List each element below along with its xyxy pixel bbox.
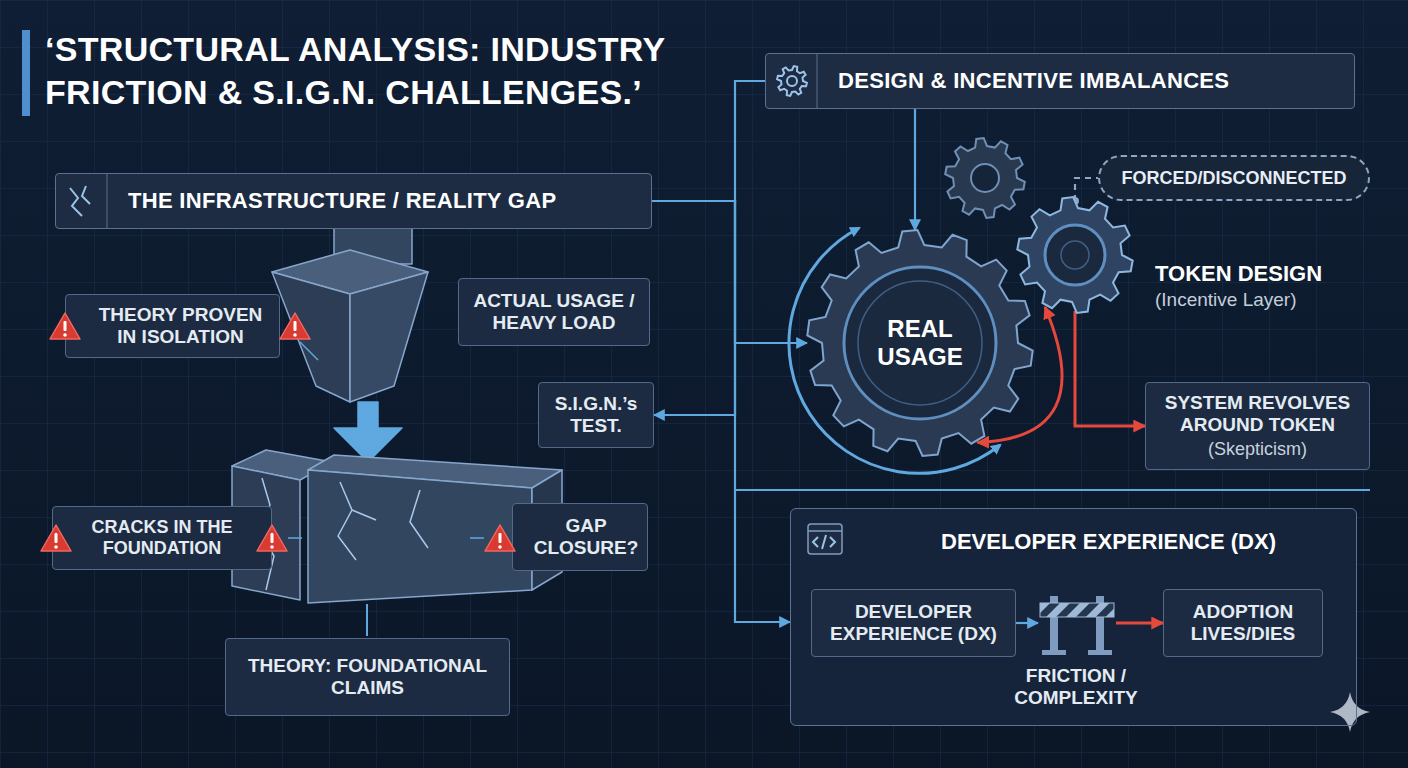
section-header: THE INFRASTRUCTURE / REALITY GAP [55,173,652,229]
header-icon [766,54,818,108]
watermark-star [1330,692,1370,732]
process-box: THEORY PROVEN IN ISOLATION [65,294,280,358]
node-text: FORCED/DISCONNECTED [1121,168,1346,189]
section-header: DESIGN & INCENTIVE IMBALANCES [765,53,1355,109]
barrier-symbol [1040,596,1114,655]
process-box: S.I.G.N.’s TEST. [538,382,654,448]
node-text: DEVELOPER EXPERIENCE (DX) [820,601,1007,645]
warning-icon [41,525,71,551]
header-icon [807,523,843,555]
icon-frame [808,524,842,554]
gear-shape [1015,195,1135,315]
panel-heading: DEVELOPER EXPERIENCE (DX) [941,529,1276,554]
node-text: SYSTEM REVOLVES AROUND TOKEN [1154,392,1361,436]
warning-icon [485,525,515,551]
leader-line [470,537,484,539]
leader-line [300,342,318,360]
leader-line [288,537,302,539]
node-text: ADOPTION LIVES/DIES [1172,601,1314,645]
node-text: ACTUAL USAGE / HEAVY LOAD [467,290,641,334]
icon-gear [777,66,807,96]
connector [1075,178,1098,201]
connector [1075,311,1145,426]
annotation-label: FRICTION / COMPLEXITY [991,665,1161,709]
node-text: REAL USAGE [860,315,980,370]
icon-code [813,537,818,547]
header-icon [56,174,108,228]
connector [914,109,916,230]
node-text: GAP CLOSURE? [533,515,639,559]
gear-hub [971,164,999,192]
icon-code [830,537,835,547]
deco-gear [945,138,1025,218]
node-text: CRACKS IN THE FOUNDATION [79,517,245,558]
warning-icon [257,525,287,551]
node-text: S.I.G.N.’s TEST. [547,393,645,437]
warning-icon [50,313,80,339]
connector [1016,622,1038,624]
connector [652,201,790,622]
gear-node: REAL USAGE [805,228,1035,458]
node-text: DEVELOPER EXPERIENCE (DX) [941,529,1276,554]
gear-ring [844,267,996,419]
node-subtext: (Skepticism) [1208,439,1307,460]
process-box: SYSTEM REVOLVES AROUND TOKEN (Skepticism) [1145,382,1370,470]
icon-target [787,76,797,86]
node-text: THE INFRASTRUCTURE / REALITY GAP [128,188,556,213]
connector [652,81,765,201]
icon-bar [808,530,842,532]
icon-crack [82,186,90,204]
gear-outline [807,230,1032,456]
icon-divider [107,174,108,228]
node-text: THEORY PROVEN IN ISOLATION [94,304,267,348]
load-illustration [272,226,428,462]
node-text: TOKEN DESIGN [1155,261,1370,286]
title-bar [22,30,30,116]
gear-outline [1017,197,1132,313]
leader-line [366,604,368,636]
gear-hub [858,281,982,405]
process-box: THEORY: FOUNDATIONAL CLAIMS [225,638,510,716]
gear-hub [1061,241,1089,269]
panel-fill [790,508,1357,726]
connector [652,201,807,343]
connector [652,201,735,415]
process-box: ADOPTION LIVES/DIES [1163,589,1323,657]
icon-crack [70,188,82,216]
icon-divider [817,54,818,108]
node-text: DESIGN & INCENTIVE IMBALANCES [838,68,1229,93]
divider-line [735,489,1370,491]
diagram-title: ‘STRUCTURAL ANALYSIS: INDUSTRY FRICTION … [45,28,735,113]
icon-code [822,535,826,549]
gear-outline [945,138,1025,218]
node-subtext: (Incentive Layer) [1155,289,1370,311]
process-box: ACTUAL USAGE / HEAVY LOAD [458,278,650,346]
connector [1116,622,1163,625]
node-text: THEORY: FOUNDATIONAL CLAIMS [234,655,501,699]
side-caption: TOKEN DESIGN (Incentive Layer) [1155,261,1370,311]
process-box: GAP CLOSURE? [512,503,648,571]
warning-icon [280,313,310,339]
gear-node: TOKEN DESIGN(Incentive Layer) [1015,195,1135,315]
gear-ring [1045,225,1105,285]
process-box: CRACKS IN THE FOUNDATION [52,506,272,570]
process-box: DEVELOPER EXPERIENCE (DX) [811,589,1016,657]
section-panel: DEVELOPER EXPERIENCE (DX) DEVELOPER EXPER… [790,508,1357,726]
dashed-pill: FORCED/DISCONNECTED [1098,155,1370,201]
